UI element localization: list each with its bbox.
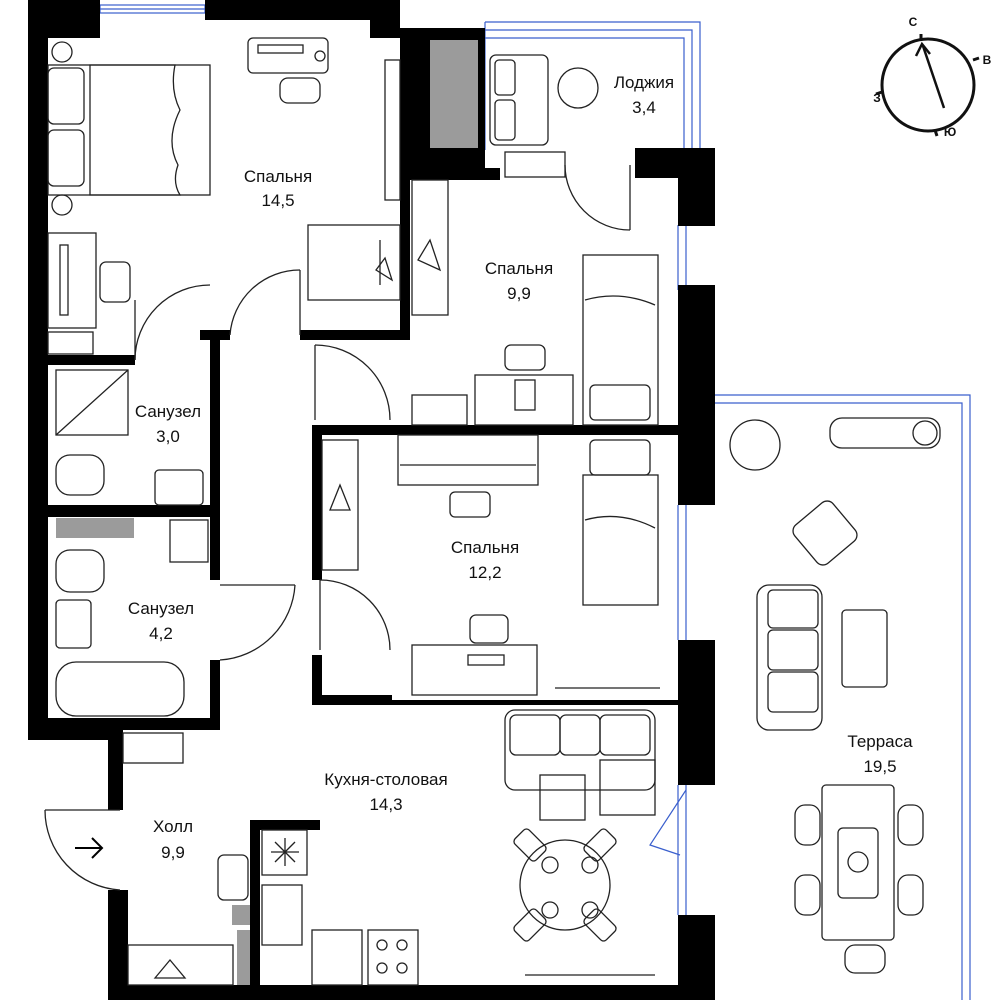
room-labels: Спальня 14,5 Лоджия 3,4 Спальня 9,9 Сану… xyxy=(128,73,913,862)
bed-3 xyxy=(582,474,659,606)
work-desk xyxy=(47,232,97,329)
shower-tray xyxy=(55,369,129,436)
piano-stool xyxy=(449,491,491,518)
room-bathroom-2-name: Санузел xyxy=(128,599,194,618)
bedroom2-chair xyxy=(504,344,546,371)
room-terrace-area: 19,5 xyxy=(863,757,896,776)
furniture xyxy=(47,37,941,986)
compass-east: В xyxy=(983,53,992,67)
room-bedroom-2-name: Спальня xyxy=(485,259,553,278)
coffee-table xyxy=(539,774,586,821)
bedroom2-bookshelf xyxy=(411,394,468,426)
room-bedroom-1-name: Спальня xyxy=(244,167,312,186)
sofa xyxy=(504,709,656,791)
hall-cabinet xyxy=(217,854,249,901)
kitchen-sink xyxy=(261,884,303,946)
compass-west: З xyxy=(873,91,881,105)
wardrobe-2 xyxy=(411,179,449,316)
loggia-sofa xyxy=(489,54,549,146)
doors xyxy=(44,151,631,891)
nightstand xyxy=(51,41,73,63)
bookshelf xyxy=(47,331,94,355)
room-loggia-area: 3,4 xyxy=(632,98,656,117)
single-bed xyxy=(582,254,659,426)
washing-machine xyxy=(169,519,209,563)
sink-2 xyxy=(55,599,92,649)
bedroom2-desk xyxy=(474,374,574,426)
room-bedroom-2-area: 9,9 xyxy=(507,284,531,303)
hall-wardrobe xyxy=(127,944,234,986)
room-bathroom-1-name: Санузел xyxy=(135,402,201,421)
walls xyxy=(28,0,715,1000)
room-bedroom-3-area: 12,2 xyxy=(468,563,501,582)
room-bathroom-1-area: 3,0 xyxy=(156,427,180,446)
room-terrace-name: Терраса xyxy=(847,732,913,751)
room-bedroom-1-area: 14,5 xyxy=(261,191,294,210)
shafts xyxy=(56,40,478,985)
bathtub xyxy=(55,661,185,717)
exercise-bike xyxy=(829,417,941,449)
toilet-1 xyxy=(55,454,105,496)
palm-plant xyxy=(729,419,781,471)
compass-north: С xyxy=(909,15,918,29)
sink-1 xyxy=(154,469,204,506)
wardrobe xyxy=(384,59,401,201)
room-hall-name: Холл xyxy=(153,817,193,836)
toilet-2 xyxy=(55,549,105,593)
room-kitchen-name: Кухня-столовая xyxy=(324,770,447,789)
bedroom3-desk xyxy=(411,644,538,696)
room-bathroom-2-area: 4,2 xyxy=(149,624,173,643)
office-chair xyxy=(99,261,131,303)
dishwasher xyxy=(311,929,363,986)
piano xyxy=(397,434,539,486)
wardrobe-3 xyxy=(321,439,359,571)
dining-table-terrace xyxy=(821,784,895,941)
dining-table xyxy=(519,839,611,931)
room-loggia-name: Лоджия xyxy=(614,73,674,92)
stove xyxy=(367,929,419,986)
loggia-table xyxy=(557,67,599,109)
chair xyxy=(279,77,321,104)
room-kitchen-area: 14,3 xyxy=(369,795,402,814)
terrace-sofa xyxy=(756,584,823,731)
compass-south: Ю xyxy=(944,125,956,139)
room-hall-area: 9,9 xyxy=(161,843,185,862)
fridge xyxy=(261,829,308,876)
shoe-rack xyxy=(122,732,184,764)
arrow-right-icon xyxy=(75,837,104,859)
room-bedroom-3-name: Спальня xyxy=(451,538,519,557)
armchair xyxy=(792,500,858,566)
desk xyxy=(247,37,329,74)
bedroom3-chair xyxy=(469,614,509,644)
snowflake-icon xyxy=(271,838,299,866)
compass-icon: С В Ю З xyxy=(873,15,991,139)
terrace-table xyxy=(841,609,888,688)
